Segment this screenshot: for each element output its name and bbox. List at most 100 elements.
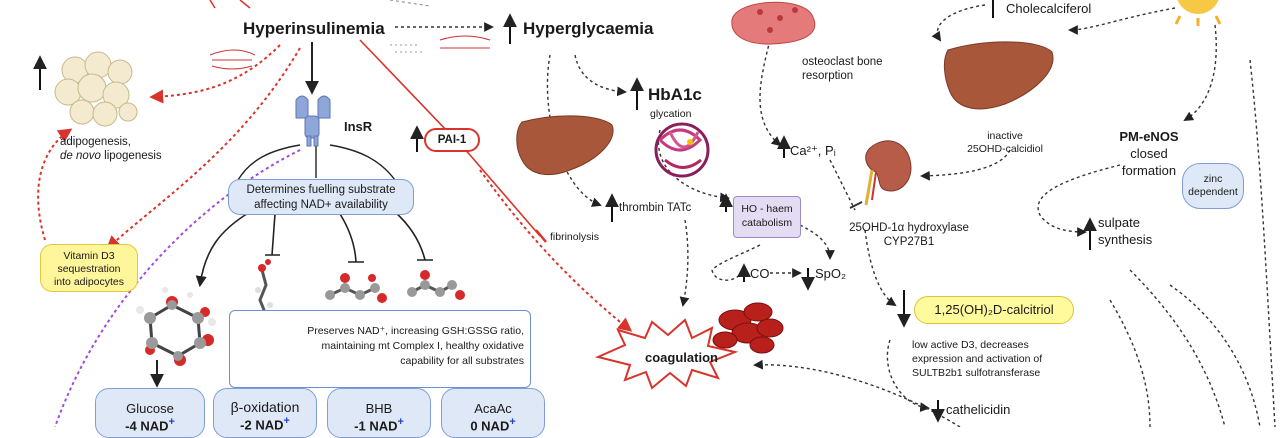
hba1c-label: HbA1c [648,85,702,104]
low-d3-line3: SULTB2b1 sulfotransferase [912,367,1041,379]
nad-plus-sign: + [397,416,404,428]
hydroxylase-line1: 25OHD-1α hydroxylase [849,222,969,234]
substrate-nad: -1 NAD+ [328,416,430,433]
pai1-label: PAI-1 [437,134,467,146]
nad-value: -2 NAD [240,417,284,433]
calcitriol-box: 1,25(OH)₂D-calcitriol [914,296,1074,324]
calcidiol-line2: 25OHD-calcidiol [967,142,1043,155]
adipocyte-cluster-icon [54,51,138,127]
vitd3-line1: Vitamin D3 [63,250,115,262]
substrate-acaac-box: AcaAc 0 NAD+ [441,388,545,438]
connector-osteoclast-ca [759,39,782,147]
substrate-name: AcaAc [474,401,512,416]
ho-line2: catabolism [741,217,793,229]
low-d3-line2: expression and activation of [912,353,1043,365]
connector-calcidiol-kidney [920,149,1011,181]
nad-value: 0 NAD [470,418,510,434]
nad-plus-sign: + [168,416,175,428]
hyperglycaemia-label: Hyperglycaemia [523,19,654,38]
insr-label: InsR [344,119,373,134]
connector-layer [33,0,1276,427]
osteoclast-line1: osteoclast bone [802,56,883,68]
bhb-molecule-icon [325,273,387,303]
fuelling-line1: Determines fuelling substrate [246,184,396,196]
low-d3-line1: low active D3, decreases [912,339,1029,351]
preserves-line1: Preserves NAD⁺, increasing GSH:GSSG rati… [307,325,524,337]
fuelling-line2: affecting NAD+ availability [254,199,388,211]
pm-enos-line3: formation [1121,163,1177,178]
osteoclast-line2: resorption [802,69,854,82]
liver-icon [516,115,614,176]
vitd3-line3: into adipocytes [53,276,125,288]
sulphate-line2: synthesis [1098,232,1153,247]
coagulation-label: coagulation [645,350,718,365]
connector-vitd3-adipocytes [37,128,73,241]
vitamin-d3-sequestration-box: Vitamin D3 sequestration into adipocytes [40,244,138,292]
adipogenesis-line2: de novo lipogenesis [60,150,162,164]
nad-value: -1 NAD [354,418,398,434]
substrate-nad: 0 NAD+ [442,416,544,433]
thrombin-label: thrombin TATc [619,202,692,214]
connector-pai1-fibrinolysis [359,39,541,237]
haem-catabolism-box: HO - haem catabolism [733,196,801,238]
nad-plus-sign: + [283,415,290,427]
acetoacetate-molecule-icon [407,270,465,300]
osteoclast-icon [731,1,816,45]
preserves-line2: maintaining mt Complex I, healthy oxidat… [321,340,524,352]
connector-to-glucose [195,211,251,288]
fuelling-substrate-box: Determines fuelling substrate affecting … [228,179,414,215]
adipogenesis-line1: adipogenesis, [60,136,131,148]
kidney-icon [864,140,912,206]
substrate-beta-oxidation-box: β-oxidation -2 NAD+ [213,388,317,438]
sulphate-line1: sulpate [1098,215,1140,230]
haemoglobin-icon [654,122,710,178]
substrate-name: Glucose [126,401,174,416]
sulphate-synthesis-label: sulpate synthesis [1098,214,1152,248]
fibrinolysis-label: fibrinolysis [550,231,600,243]
sun-icon [1174,0,1222,26]
glucose-molecule-icon [136,287,216,366]
co-label: CO [750,266,770,281]
hyperinsulinemia-label: Hyperinsulinemia [243,19,385,38]
zinc-line1: zinc [1203,173,1223,185]
substrate-name: BHB [365,401,393,416]
cholecalciferol-label: Cholecalciferol [1006,1,1092,16]
substrate-name: β-oxidation [230,399,300,415]
lipogenesis-text: lipogenesis [100,149,162,162]
osteoclast-label: osteoclast bone resorption [802,56,883,84]
preserves-line3: capability for all substrates [400,355,524,367]
pm-enos-line1: PM-eNOS [1119,129,1179,144]
inactive-calcidiol-label: inactive 25OHD-calcidiol [950,130,1060,155]
connector-to-adipocytes [149,44,281,104]
liver-icon-right [943,41,1054,110]
calcidiol-line1: inactive [987,130,1023,142]
blood-clot-icon [712,302,784,354]
adipogenesis-label: adipogenesis, de novo lipogenesis [60,136,162,164]
low-d3-label: low active D3, decreases expression and … [912,338,1042,380]
preserves-nad-box: Preserves NAD⁺, increasing GSH:GSSG rati… [229,310,531,388]
pm-enos-line2: closed [1130,146,1168,161]
substrate-nad: -4 NAD+ [96,416,204,433]
zinc-line2: dependent [1188,186,1238,198]
insulin-receptor-icon [295,95,331,147]
connector-to-ho [657,129,730,203]
connector-to-vitd3 [105,47,301,250]
connector-to-hba1c [574,54,627,97]
zinc-dependent-box: zinc dependent [1182,163,1244,209]
nad-plus-sign: + [509,416,516,428]
substrate-nad: -2 NAD+ [214,415,316,432]
connector-purple [54,149,301,427]
calcium-phosphate-label: Ca²⁺, Pᵢ [790,143,836,158]
diagram-canvas: Hyperinsulinemia Hyperglycaemia HbA1c gl… [33,0,1276,438]
ho-line1: HO - haem [741,203,793,215]
pai1-badge: PAI-1 [424,128,480,152]
glycation-label: glycation [650,108,692,120]
spo2-label: SpO₂ [815,266,847,281]
vitd3-line2: sequestration [57,263,121,275]
connector-to-coagulation [479,169,633,332]
coagulation-starburst [594,318,739,390]
nad-value: -4 NAD [125,418,169,434]
substrate-bhb-box: BHB -1 NAD+ [327,388,431,438]
hydroxylase-label: 25OHD-1α hydroxylase CYP27B1 [834,222,984,250]
hydroxylase-line2: CYP27B1 [883,235,935,248]
